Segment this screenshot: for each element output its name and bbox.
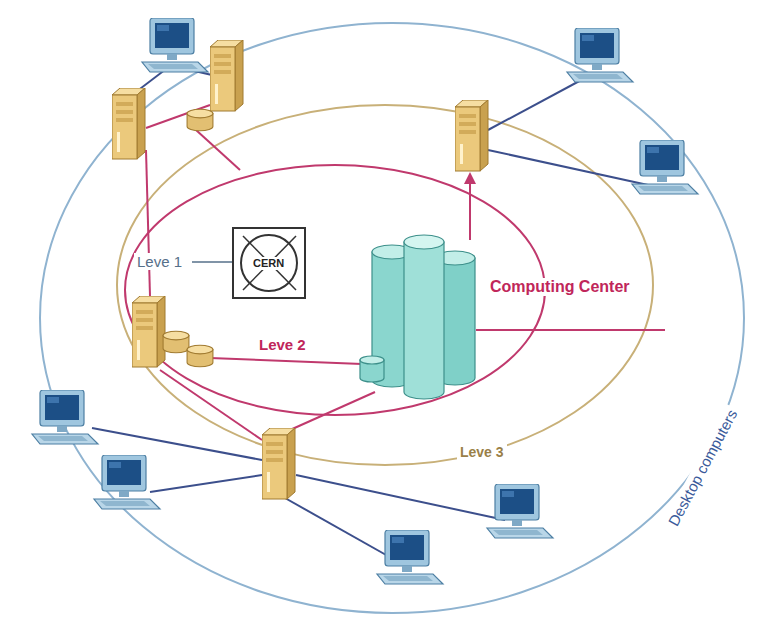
ring-label: Desktop computers [663, 404, 742, 532]
level-label: Leve 2 [256, 336, 309, 353]
desktop-computer [142, 18, 208, 72]
leader-line [192, 261, 232, 263]
cern-logo [233, 228, 305, 298]
desktop-ring [40, 23, 744, 613]
server [112, 88, 145, 159]
server [262, 428, 295, 499]
computing-center-cylinders [360, 235, 475, 399]
desktop-links [92, 66, 648, 560]
server [132, 296, 165, 367]
disk [163, 331, 189, 353]
backbone-links [146, 105, 665, 440]
server [210, 40, 243, 111]
center-label: Computing Center [487, 278, 633, 296]
level-label: Leve 1 [134, 253, 185, 270]
disk [187, 109, 213, 131]
desktop-computer [632, 140, 698, 194]
server [455, 100, 488, 171]
level-3-ring [117, 105, 653, 465]
desktop-computer [32, 390, 98, 444]
level-label: Leve 3 [457, 444, 507, 460]
desktop-computer [567, 28, 633, 82]
desktop-computer [487, 484, 553, 538]
desktop-computer [94, 455, 160, 509]
disk [187, 345, 213, 367]
logo-text: CERN [250, 257, 287, 270]
desktop-computer [377, 530, 443, 584]
level-2-ring [125, 165, 545, 415]
